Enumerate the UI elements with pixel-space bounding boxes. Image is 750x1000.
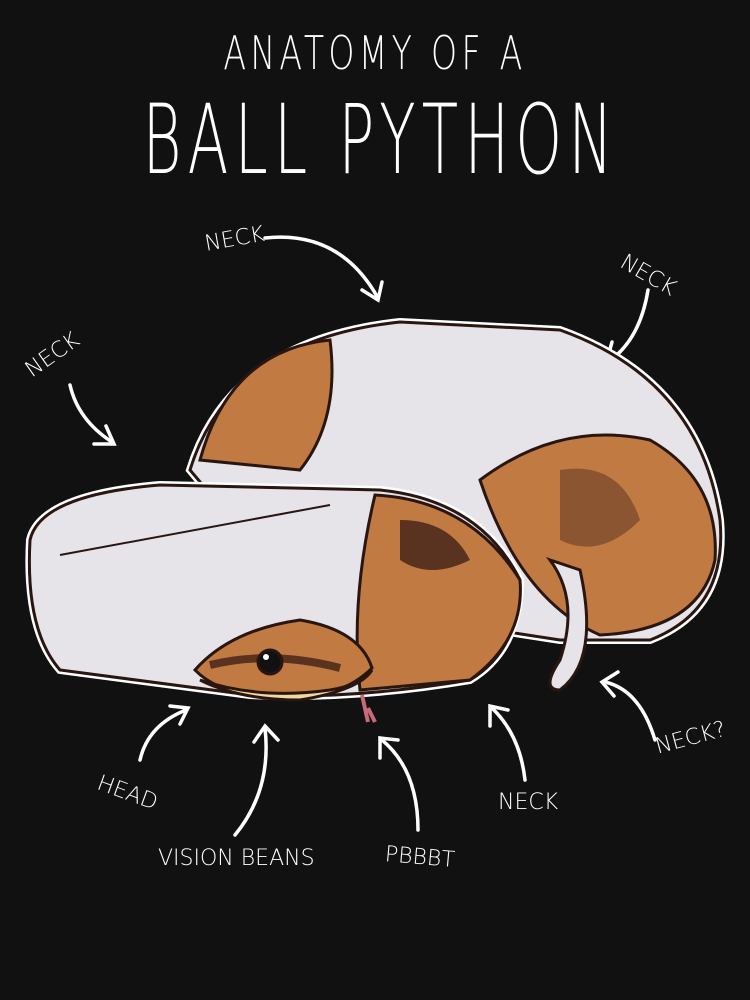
arrow-pbbbt	[378, 736, 420, 832]
arrow-neck-top	[263, 235, 384, 303]
arrow-neck-bottom	[488, 703, 527, 782]
arrow-neck-question	[599, 670, 657, 742]
label-vision-beans: Vision Beans	[158, 846, 315, 871]
arrow-head	[138, 704, 191, 762]
title-line-1: Anatomy of a	[223, 26, 527, 80]
arrow-vision-beans	[233, 723, 280, 837]
arrow-neck-left	[68, 383, 117, 446]
arrows	[68, 235, 657, 837]
title-line-2: Ball Python	[142, 84, 620, 196]
label-neck-bottom: Neck	[498, 790, 559, 815]
eye-icon	[256, 648, 284, 676]
